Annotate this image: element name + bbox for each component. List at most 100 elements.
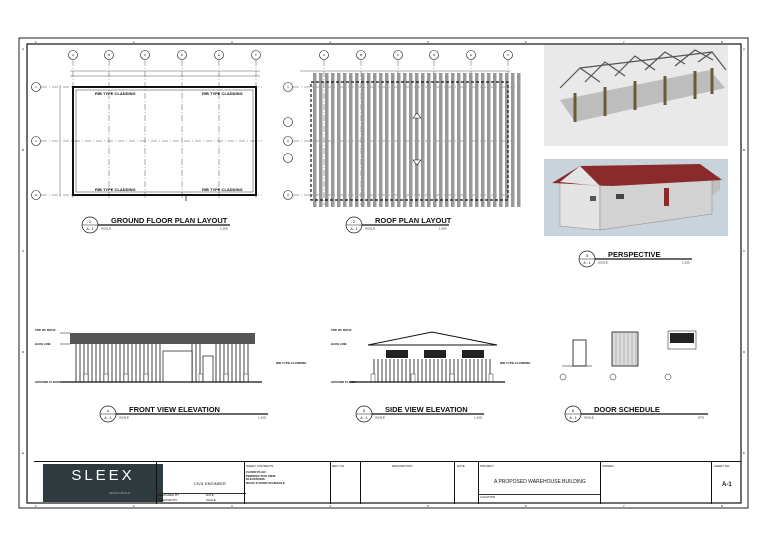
plan-inner-wall — [75, 89, 254, 193]
border-letter: D — [743, 350, 746, 354]
ridge-arrow-icon — [412, 112, 422, 119]
border-number: 4 — [329, 504, 331, 508]
roof-sheeting — [313, 73, 521, 207]
border-number: 6 — [525, 504, 527, 508]
plan-outline — [72, 86, 257, 196]
grid-number: 1 — [287, 85, 289, 89]
perspective-frame-image — [544, 45, 728, 146]
view-ref: A - 1 — [583, 261, 590, 265]
grid-bubble — [251, 50, 261, 60]
view-ref: A - 1 — [360, 416, 367, 420]
sheet-no-label: SHEET NO. — [714, 464, 731, 468]
view-number: 1 — [89, 219, 92, 224]
engineer-name: CIVIL ENGINEER — [194, 481, 226, 486]
plan-note-1: RIB TYPE CLADDING — [95, 91, 136, 96]
grid-number: 2 — [287, 139, 289, 143]
border-number: 2 — [133, 504, 135, 508]
grid-number: 2 — [35, 139, 37, 143]
owner-label: OWNER — [602, 464, 614, 468]
plan-note-2: RIB TYPE CLADDING — [202, 91, 243, 96]
grid-bubble — [214, 50, 224, 60]
grid-letter: B — [108, 53, 110, 57]
grid-letter: A — [323, 53, 325, 57]
project-name: A PROPOSED WAREHOUSE BUILDING — [494, 479, 586, 485]
grid-bubble — [177, 50, 187, 60]
grid-bubble — [283, 190, 293, 200]
border-number: 7 — [623, 504, 625, 508]
view-title: GROUND FLOOR PLAN LAYOUT — [111, 216, 228, 225]
border-letter: B — [743, 148, 745, 152]
grid-letter: F — [507, 53, 509, 57]
grid-bubble — [140, 50, 150, 60]
grid-bubble — [319, 50, 329, 60]
view-scale: 1:100 — [682, 261, 690, 265]
location-label: LOCATION — [480, 495, 496, 499]
svg-text:EAVE LINE: EAVE LINE — [35, 342, 51, 346]
view-title: DOOR SCHEDULE — [594, 405, 660, 414]
border-number: 8 — [721, 504, 723, 508]
view-ref: A - 1 — [86, 227, 93, 231]
grid-number: 1 — [35, 85, 37, 89]
border-number: 5 — [427, 504, 429, 508]
perspective-render-image — [544, 159, 728, 236]
view-number: 2 — [353, 219, 356, 224]
view-title: FRONT VIEW ELEVATION — [129, 405, 220, 414]
border-letter: E — [22, 451, 24, 455]
scale-label: SCALE — [206, 498, 216, 502]
project-label: PROJECT — [480, 464, 495, 468]
grid-bubble — [393, 50, 403, 60]
border-number: 8 — [721, 40, 723, 44]
border-letter: C — [743, 249, 746, 253]
inner-border — [26, 43, 742, 504]
grid-letter: B — [360, 53, 362, 57]
view-scale-label: SCALE — [375, 416, 385, 420]
grid-letter: E — [218, 53, 220, 57]
grid-bubble — [356, 50, 366, 60]
view-scale: 1:100 — [258, 416, 266, 420]
view-number: 6 — [572, 408, 575, 413]
svg-text:GROUND FLOOR: GROUND FLOOR — [35, 380, 60, 384]
border-number: 4 — [329, 40, 331, 44]
grid-bubble — [104, 50, 114, 60]
plan-note-4: RIB TYPE CLADDING — [202, 187, 243, 192]
sheet-contents-item: PERSPECTIVE VIEW — [246, 473, 276, 478]
border-letter: D — [22, 350, 25, 354]
rev-label: REV. NO. — [332, 464, 345, 468]
svg-text:TOP OF ROOF: TOP OF ROOF — [35, 328, 56, 332]
sheet-contents-item: ROOF & DOOR SCHEDULE — [246, 480, 285, 485]
view-ref: A - 1 — [104, 416, 111, 420]
door-swing — [181, 194, 187, 201]
svg-text:RIB TYPE CLADDING: RIB TYPE CLADDING — [276, 361, 307, 365]
logo-panel: SLEEX DESIGN BUILD — [43, 464, 163, 502]
border-number: 2 — [133, 40, 135, 44]
border-letter: E — [743, 451, 745, 455]
border-letter: A — [22, 47, 24, 51]
door-schedule — [559, 330, 697, 381]
svg-text:RIB TYPE CLADDING: RIB TYPE CLADDING — [500, 361, 531, 365]
view-scale-label: SCALE — [119, 416, 129, 420]
sheet-contents-label: SHEET CONTENTS — [246, 464, 274, 468]
view-title: SIDE VIEW ELEVATION — [385, 405, 468, 414]
border-number: 3 — [231, 504, 233, 508]
grid-letter: C — [144, 53, 147, 57]
title-block: SLEEX DESIGN BUILD CIVIL ENGINEER PREPAR… — [34, 461, 741, 504]
view-scale-label: SCALE — [584, 416, 594, 420]
date-label: DATE — [206, 493, 214, 497]
grid-bubble — [283, 136, 293, 146]
view-scale: 1:100 — [439, 227, 447, 231]
grid-bubble — [429, 50, 439, 60]
grid-bubble — [31, 190, 41, 200]
svg-text:TOP OF ROOF: TOP OF ROOF — [331, 328, 352, 332]
grid-letter: D — [433, 53, 436, 57]
plan-note-3: RIB TYPE CLADDING — [95, 187, 136, 192]
